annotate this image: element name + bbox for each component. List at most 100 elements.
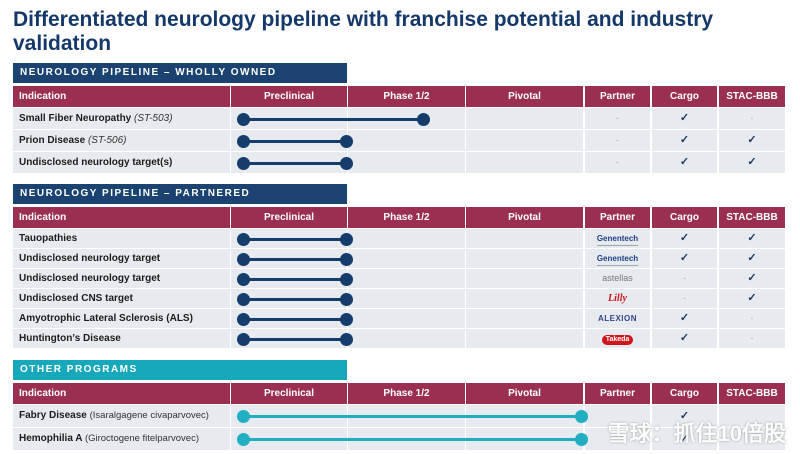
program-code: (ST-506) — [87, 135, 127, 146]
indication-cell: Amyotrophic Lateral Sclerosis (ALS) — [13, 309, 230, 328]
progress-start-dot — [237, 157, 250, 170]
indication-name: Tauopathies — [19, 233, 78, 244]
indication-name: Huntington’s Disease — [19, 333, 121, 344]
phase-cell — [348, 229, 465, 248]
cargo-cargo-check-icon: ✓ — [652, 309, 717, 328]
section-partnered-label: NEUROLOGY PIPELINE – PARTNERED — [13, 184, 347, 204]
progress-start-dot — [237, 313, 250, 326]
phase-cell — [466, 130, 583, 151]
progress-end-dot — [340, 135, 353, 148]
progress-start-dot — [237, 135, 250, 148]
phase-cell — [466, 289, 583, 308]
phase-cell — [348, 289, 465, 308]
table-row: Amyotrophic Lateral Sclerosis (ALS) ALEXI… — [13, 309, 785, 328]
col-cargo: Cargo — [652, 86, 717, 107]
progress-bar — [243, 258, 346, 261]
phase-cell — [466, 229, 583, 248]
genentech-logo: Genentech — [596, 254, 639, 266]
progress-end-dot — [340, 333, 353, 346]
indication-cell: Fabry Disease (Isaralgagene civaparvovec… — [13, 405, 230, 427]
indication-cell: Hemophilia A (Giroctogene fitelparvovec) — [13, 428, 230, 450]
col-partner: Partner — [585, 86, 650, 107]
indication-name: Prion Disease — [19, 135, 86, 146]
cargo-cargo-check-icon: ✓ — [652, 405, 717, 427]
progress-bar — [243, 140, 346, 143]
partner-cell: astellas — [585, 269, 650, 288]
col-stac-bbb: STAC-BBB — [719, 383, 785, 404]
col-phase: Phase 1/2 — [348, 86, 465, 107]
phase-cell — [466, 269, 583, 288]
partner-cell — [585, 428, 650, 450]
indication-cell: Undisclosed neurology target(s) — [13, 152, 230, 173]
stac-stac-check-icon: ✓ — [719, 152, 785, 173]
phase-cell — [348, 152, 465, 173]
table-row: Small Fiber Neuropathy (ST-503) -✓- — [13, 108, 785, 129]
indication-name: Undisclosed neurology target(s) — [19, 157, 173, 168]
progress-start-dot — [237, 433, 250, 446]
watermark-text: 雪球：抓住10倍股 — [607, 421, 786, 446]
indication-cell: Huntington’s Disease — [13, 329, 230, 348]
page-title: Differentiated neurology pipeline with f… — [13, 8, 714, 55]
col-phase: Phase 1/2 — [348, 383, 465, 404]
col-phase: Phase 1/2 — [348, 207, 465, 228]
col-cargo: Cargo — [652, 383, 717, 404]
cargo-cargo-check-icon: ✓ — [652, 130, 717, 151]
indication-name: Undisclosed CNS target — [19, 293, 133, 304]
col-preclinical: Preclinical — [231, 86, 347, 107]
col-cargo: Cargo — [652, 207, 717, 228]
progress-bar — [243, 118, 423, 121]
cargo-cargo-check-icon: ✓ — [652, 108, 717, 129]
cargo-cargo-check-icon: ✓ — [652, 152, 717, 173]
stac-stac-empty: - — [719, 108, 785, 129]
alexion-logo: ALEXION — [597, 314, 638, 323]
progress-start-dot — [237, 233, 250, 246]
genentech-logo: Genentech — [596, 234, 639, 246]
progress-end-dot — [340, 293, 353, 306]
partner-cell: ALEXION — [585, 309, 650, 328]
table-header: Indication Preclinical Phase 1/2 Pivotal… — [13, 383, 785, 404]
col-partner: Partner — [585, 383, 650, 404]
progress-bar — [243, 298, 346, 301]
cargo-cargo-empty: - — [652, 289, 717, 308]
progress-start-dot — [237, 293, 250, 306]
indication-cell: Tauopathies — [13, 229, 230, 248]
table-header: Indication Preclinical Phase 1/2 Pivotal… — [13, 86, 785, 107]
lilly-logo: Lilly — [608, 293, 627, 304]
col-pivotal: Pivotal — [466, 383, 583, 404]
progress-bar — [243, 415, 581, 418]
table-header: Indication Preclinical Phase 1/2 Pivotal… — [13, 207, 785, 228]
progress-end-dot — [417, 113, 430, 126]
partner-cell: Genentech — [585, 229, 650, 248]
col-stac-bbb: STAC-BBB — [719, 207, 785, 228]
col-indication: Indication — [13, 86, 230, 107]
progress-end-dot — [575, 410, 588, 423]
progress-end-dot — [340, 157, 353, 170]
indication-cell: Prion Disease (ST-506) — [13, 130, 230, 151]
table-row: Undisclosed neurology target(s)-✓✓ — [13, 152, 785, 173]
progress-end-dot — [340, 233, 353, 246]
progress-start-dot — [237, 273, 250, 286]
progress-bar — [243, 338, 346, 341]
stac-stac-empty: - — [719, 309, 785, 328]
phase-cell — [466, 108, 583, 129]
phase-cell — [348, 329, 465, 348]
progress-bar — [243, 238, 346, 241]
col-indication: Indication — [13, 383, 230, 404]
progress-start-dot — [237, 333, 250, 346]
stac-stac-check-icon: ✓ — [719, 229, 785, 248]
phase-cell — [348, 249, 465, 268]
col-preclinical: Preclinical — [231, 207, 347, 228]
indication-name: Small Fiber Neuropathy — [19, 113, 132, 124]
phase-cell — [348, 309, 465, 328]
indication-name: Fabry Disease — [19, 410, 87, 421]
partner-cell: - — [585, 108, 650, 129]
indication-name: Undisclosed neurology target — [19, 253, 161, 264]
table-row: Hemophilia A (Giroctogene fitelparvovec)… — [13, 428, 785, 450]
stac-stac-empty: - — [719, 329, 785, 348]
indication-cell: Undisclosed CNS target — [13, 289, 230, 308]
indication-cell: Small Fiber Neuropathy (ST-503) — [13, 108, 230, 129]
phase-cell — [466, 309, 583, 328]
